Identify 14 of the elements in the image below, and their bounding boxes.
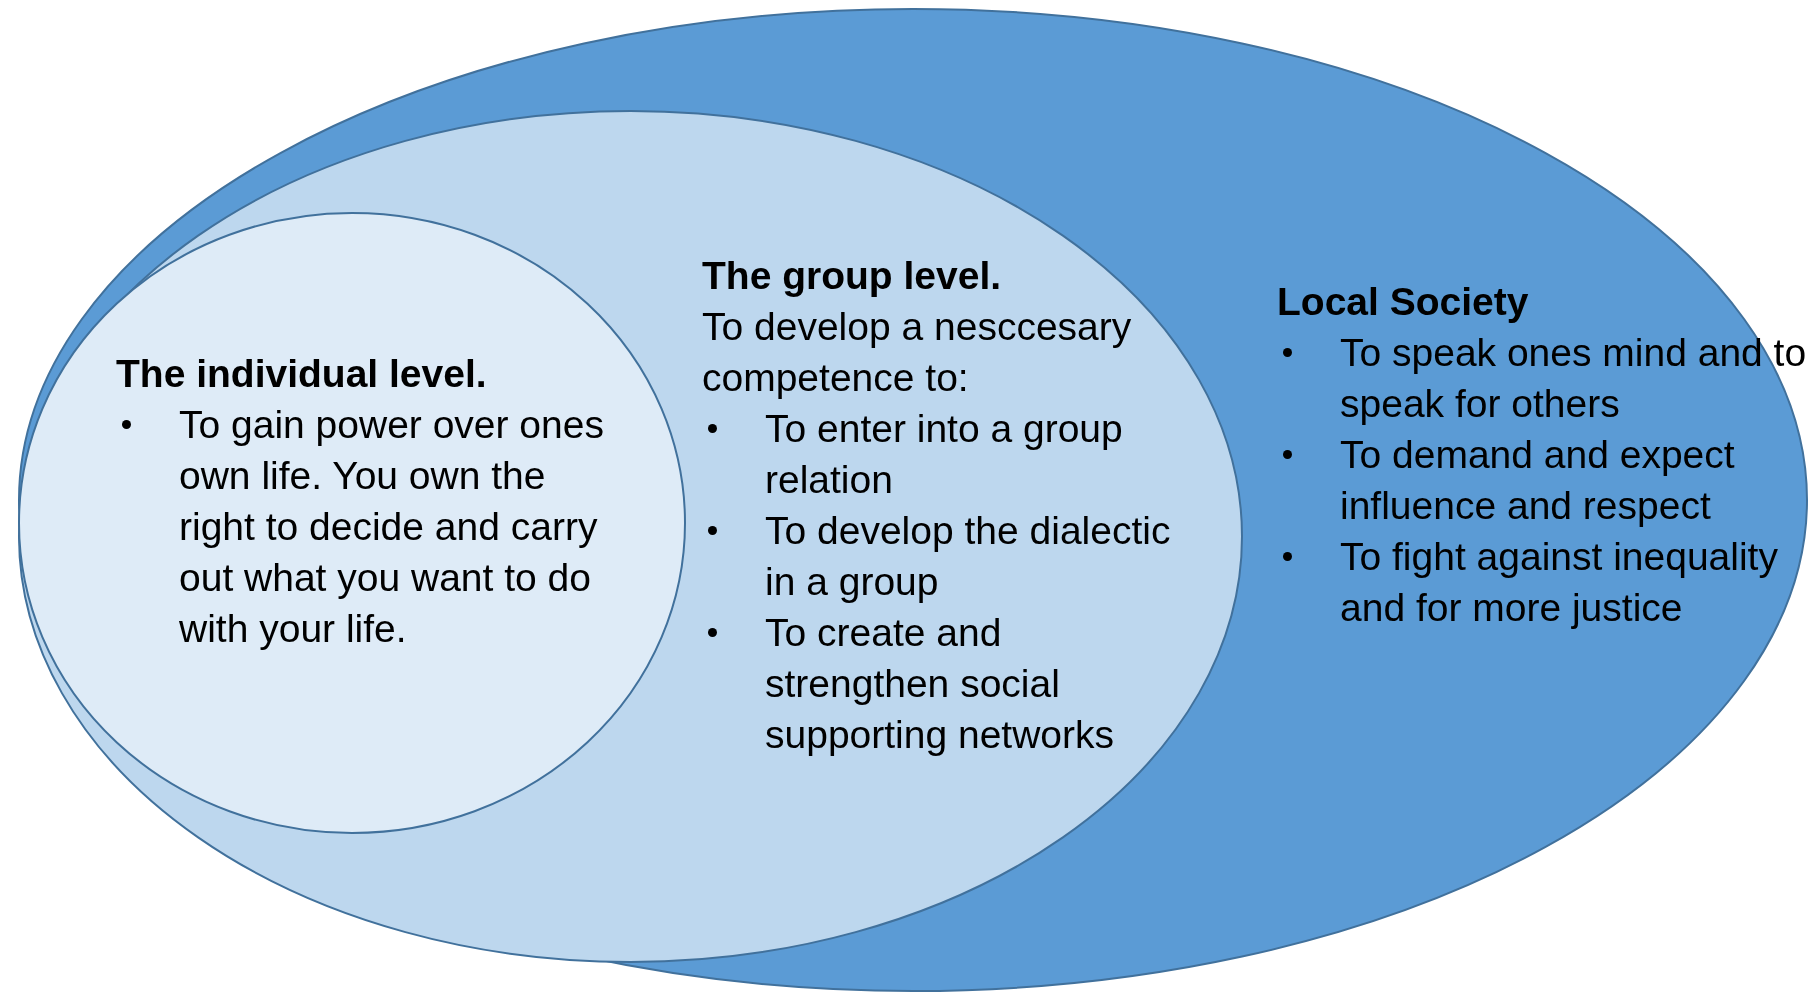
bullet-text: To enter into a group relation — [765, 406, 1124, 503]
level-ellipse — [18, 8, 1808, 992]
heading-text: The individual level. — [116, 351, 488, 397]
level-ellipse — [18, 212, 686, 834]
heading-text: Local Society — [1277, 279, 1530, 325]
heading-text: The group level. — [702, 253, 1003, 299]
bullet-text: To develop the dialectic in a group — [765, 508, 1172, 605]
bullet-text: To gain power over ones own life. You own the right to decide and carry out what you want to do with your life. — [179, 402, 605, 652]
bullet-text: To create and strengthen social supporting networks — [765, 610, 1116, 758]
level-ellipse — [18, 110, 1243, 963]
bullet-text: To demand and expect influence and respect — [1340, 432, 1736, 529]
body-text: To develop a nesccesary competence to: — [702, 304, 1133, 401]
bullet-text: To fight against inequality and for more justice — [1340, 534, 1779, 631]
bullet-text: To speak ones mind and to speak for others — [1340, 330, 1807, 427]
